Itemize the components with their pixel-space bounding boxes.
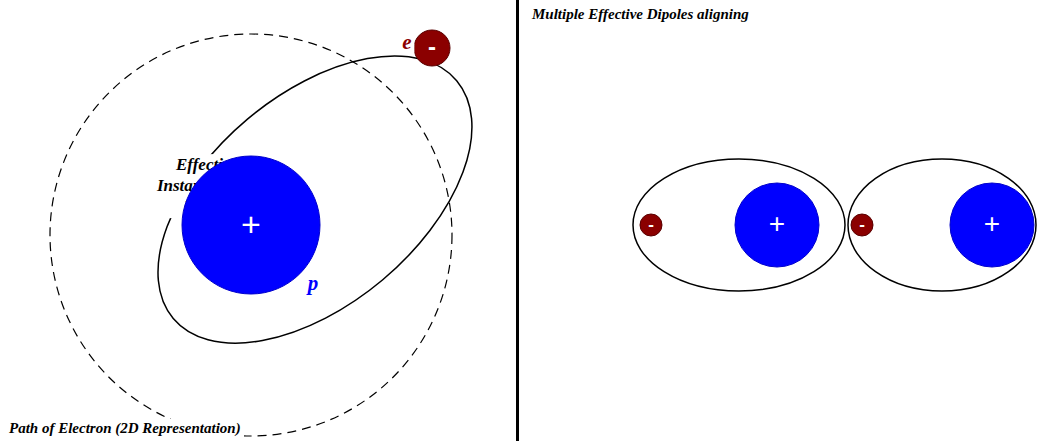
proton: + (733, 181, 821, 269)
electron-shape (414, 30, 450, 66)
divider-line (516, 0, 519, 441)
charge-sign: + (984, 210, 1000, 238)
proton-shape (950, 183, 1034, 267)
electron-path (50, 34, 452, 436)
dipole-ellipse: -+ (631, 157, 847, 293)
charge-sign: + (241, 207, 261, 241)
panel-caption: Path of Electron (2D Representation) (6, 419, 244, 438)
dipole-ellipse-shape (848, 159, 1036, 291)
dipole-ellipse-shape (106, 1, 524, 400)
charge-sign: - (428, 35, 436, 59)
proton-label: p (308, 270, 319, 296)
dipole-ellipse-shape (633, 159, 845, 291)
proton: +p (180, 154, 322, 296)
electron: - (638, 212, 664, 238)
charge-sign: - (859, 216, 865, 233)
electron: - (849, 212, 875, 238)
dipole-ellipse: -+ (846, 157, 1038, 293)
dipole-ellipse: Effective Instantaneous Dipolee-+p (156, 54, 474, 345)
electron-label: e (399, 29, 414, 55)
electron: e- (412, 28, 452, 68)
charge-sign: + (769, 210, 785, 238)
panel-title: Multiple Effective Dipoles aligning (532, 5, 749, 24)
proton-shape (182, 156, 320, 294)
charge-sign: - (648, 216, 654, 233)
electron-shape (851, 214, 873, 236)
proton-shape (735, 183, 819, 267)
proton: + (948, 181, 1036, 269)
electron-shape (640, 214, 662, 236)
